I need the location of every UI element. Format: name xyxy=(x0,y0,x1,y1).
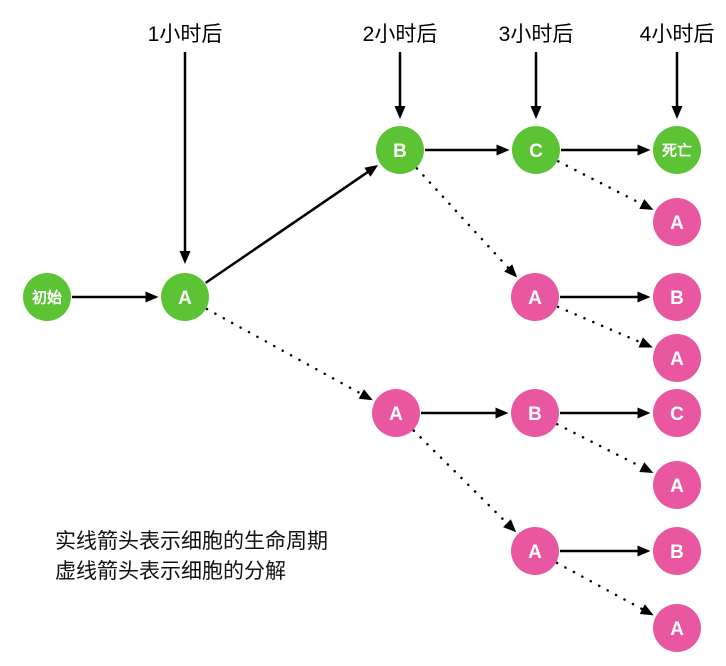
node-circle-a2 xyxy=(653,198,701,246)
time-arrowhead-3 xyxy=(530,106,542,119)
node-circle-a6 xyxy=(653,461,701,509)
node-label-b3: B xyxy=(528,404,542,425)
node-circle-a1 xyxy=(161,273,209,321)
arrowhead-a7-b4 xyxy=(637,545,651,557)
arrowhead-a3-a4 xyxy=(638,337,653,348)
time-arrowhead-4 xyxy=(671,106,683,119)
legend-line-solid: 实线箭头表示细胞的生命周期 xyxy=(55,530,328,553)
node-label-a1: A xyxy=(178,288,192,309)
node-label-a4: A xyxy=(670,349,684,370)
arrowhead-c1-a2 xyxy=(639,199,654,210)
arrowhead-start-a1 xyxy=(145,291,159,303)
node-label-b4: B xyxy=(670,542,684,563)
time-arrowhead-1 xyxy=(179,251,191,264)
time-arrowhead-2 xyxy=(394,106,406,119)
node-circle-start xyxy=(23,273,71,321)
node-circle-c2 xyxy=(653,389,701,437)
arrowhead-a3-b2 xyxy=(637,291,651,303)
edge-dotted-a1-a5 xyxy=(205,307,365,397)
node-circle-a5 xyxy=(372,389,420,437)
arrowhead-b1-c1 xyxy=(496,144,510,156)
node-circle-b4 xyxy=(653,527,701,575)
time-label-1h: 1小时后 xyxy=(147,23,223,46)
edge-solid-a1-b1 xyxy=(204,170,370,284)
node-label-b2: B xyxy=(670,288,684,309)
arrowhead-a5-b3 xyxy=(495,407,509,419)
node-circle-b2 xyxy=(653,273,701,321)
legend: 实线箭头表示细胞的生命周期 虚线箭头表示细胞的分解 xyxy=(55,527,328,587)
edge-dotted-c1-a2 xyxy=(557,160,645,207)
arrowhead-b3-c2 xyxy=(637,407,651,419)
node-label-death: 死亡 xyxy=(662,142,692,160)
node-label-a3: A xyxy=(528,288,542,309)
legend-line-dotted: 虚线箭头表示细胞的分解 xyxy=(55,560,286,583)
arrowhead-c1-death xyxy=(637,144,651,156)
node-circle-a3 xyxy=(511,273,559,321)
edge-dotted-a7-a8 xyxy=(555,561,646,612)
node-label-a5: A xyxy=(389,404,403,425)
arrowhead-a7-a8 xyxy=(639,604,654,616)
node-circle-a7 xyxy=(511,527,559,575)
node-circle-c1 xyxy=(512,126,560,174)
arrowhead-a1-b1 xyxy=(364,165,379,177)
node-circle-a4 xyxy=(653,334,701,382)
node-circle-b3 xyxy=(511,389,559,437)
time-label-3h: 3小时后 xyxy=(498,23,574,46)
node-label-a8: A xyxy=(670,619,684,640)
arrowhead-b3-a6 xyxy=(639,462,654,473)
edge-dotted-b1-a3 xyxy=(415,167,511,271)
node-label-b1: B xyxy=(393,141,407,162)
node-label-a6: A xyxy=(670,476,684,497)
node-label-c1: C xyxy=(529,141,543,162)
arrowhead-b1-a3 xyxy=(504,264,518,278)
edge-dotted-b3-a6 xyxy=(556,423,645,470)
node-label-start: 初始 xyxy=(32,289,62,307)
node-label-c2: C xyxy=(670,404,684,425)
node-label-a7: A xyxy=(528,542,542,563)
edge-dotted-a3-a4 xyxy=(556,305,644,345)
time-label-4h: 4小时后 xyxy=(639,23,715,46)
node-label-a2: A xyxy=(670,213,684,234)
node-circle-death xyxy=(653,126,701,174)
arrowhead-a5-a7 xyxy=(503,519,517,533)
time-label-2h: 2小时后 xyxy=(362,23,438,46)
node-circle-a8 xyxy=(653,604,701,652)
node-circle-b1 xyxy=(376,126,424,174)
edge-dotted-a5-a7 xyxy=(412,429,510,526)
arrowhead-a1-a5 xyxy=(358,389,373,401)
